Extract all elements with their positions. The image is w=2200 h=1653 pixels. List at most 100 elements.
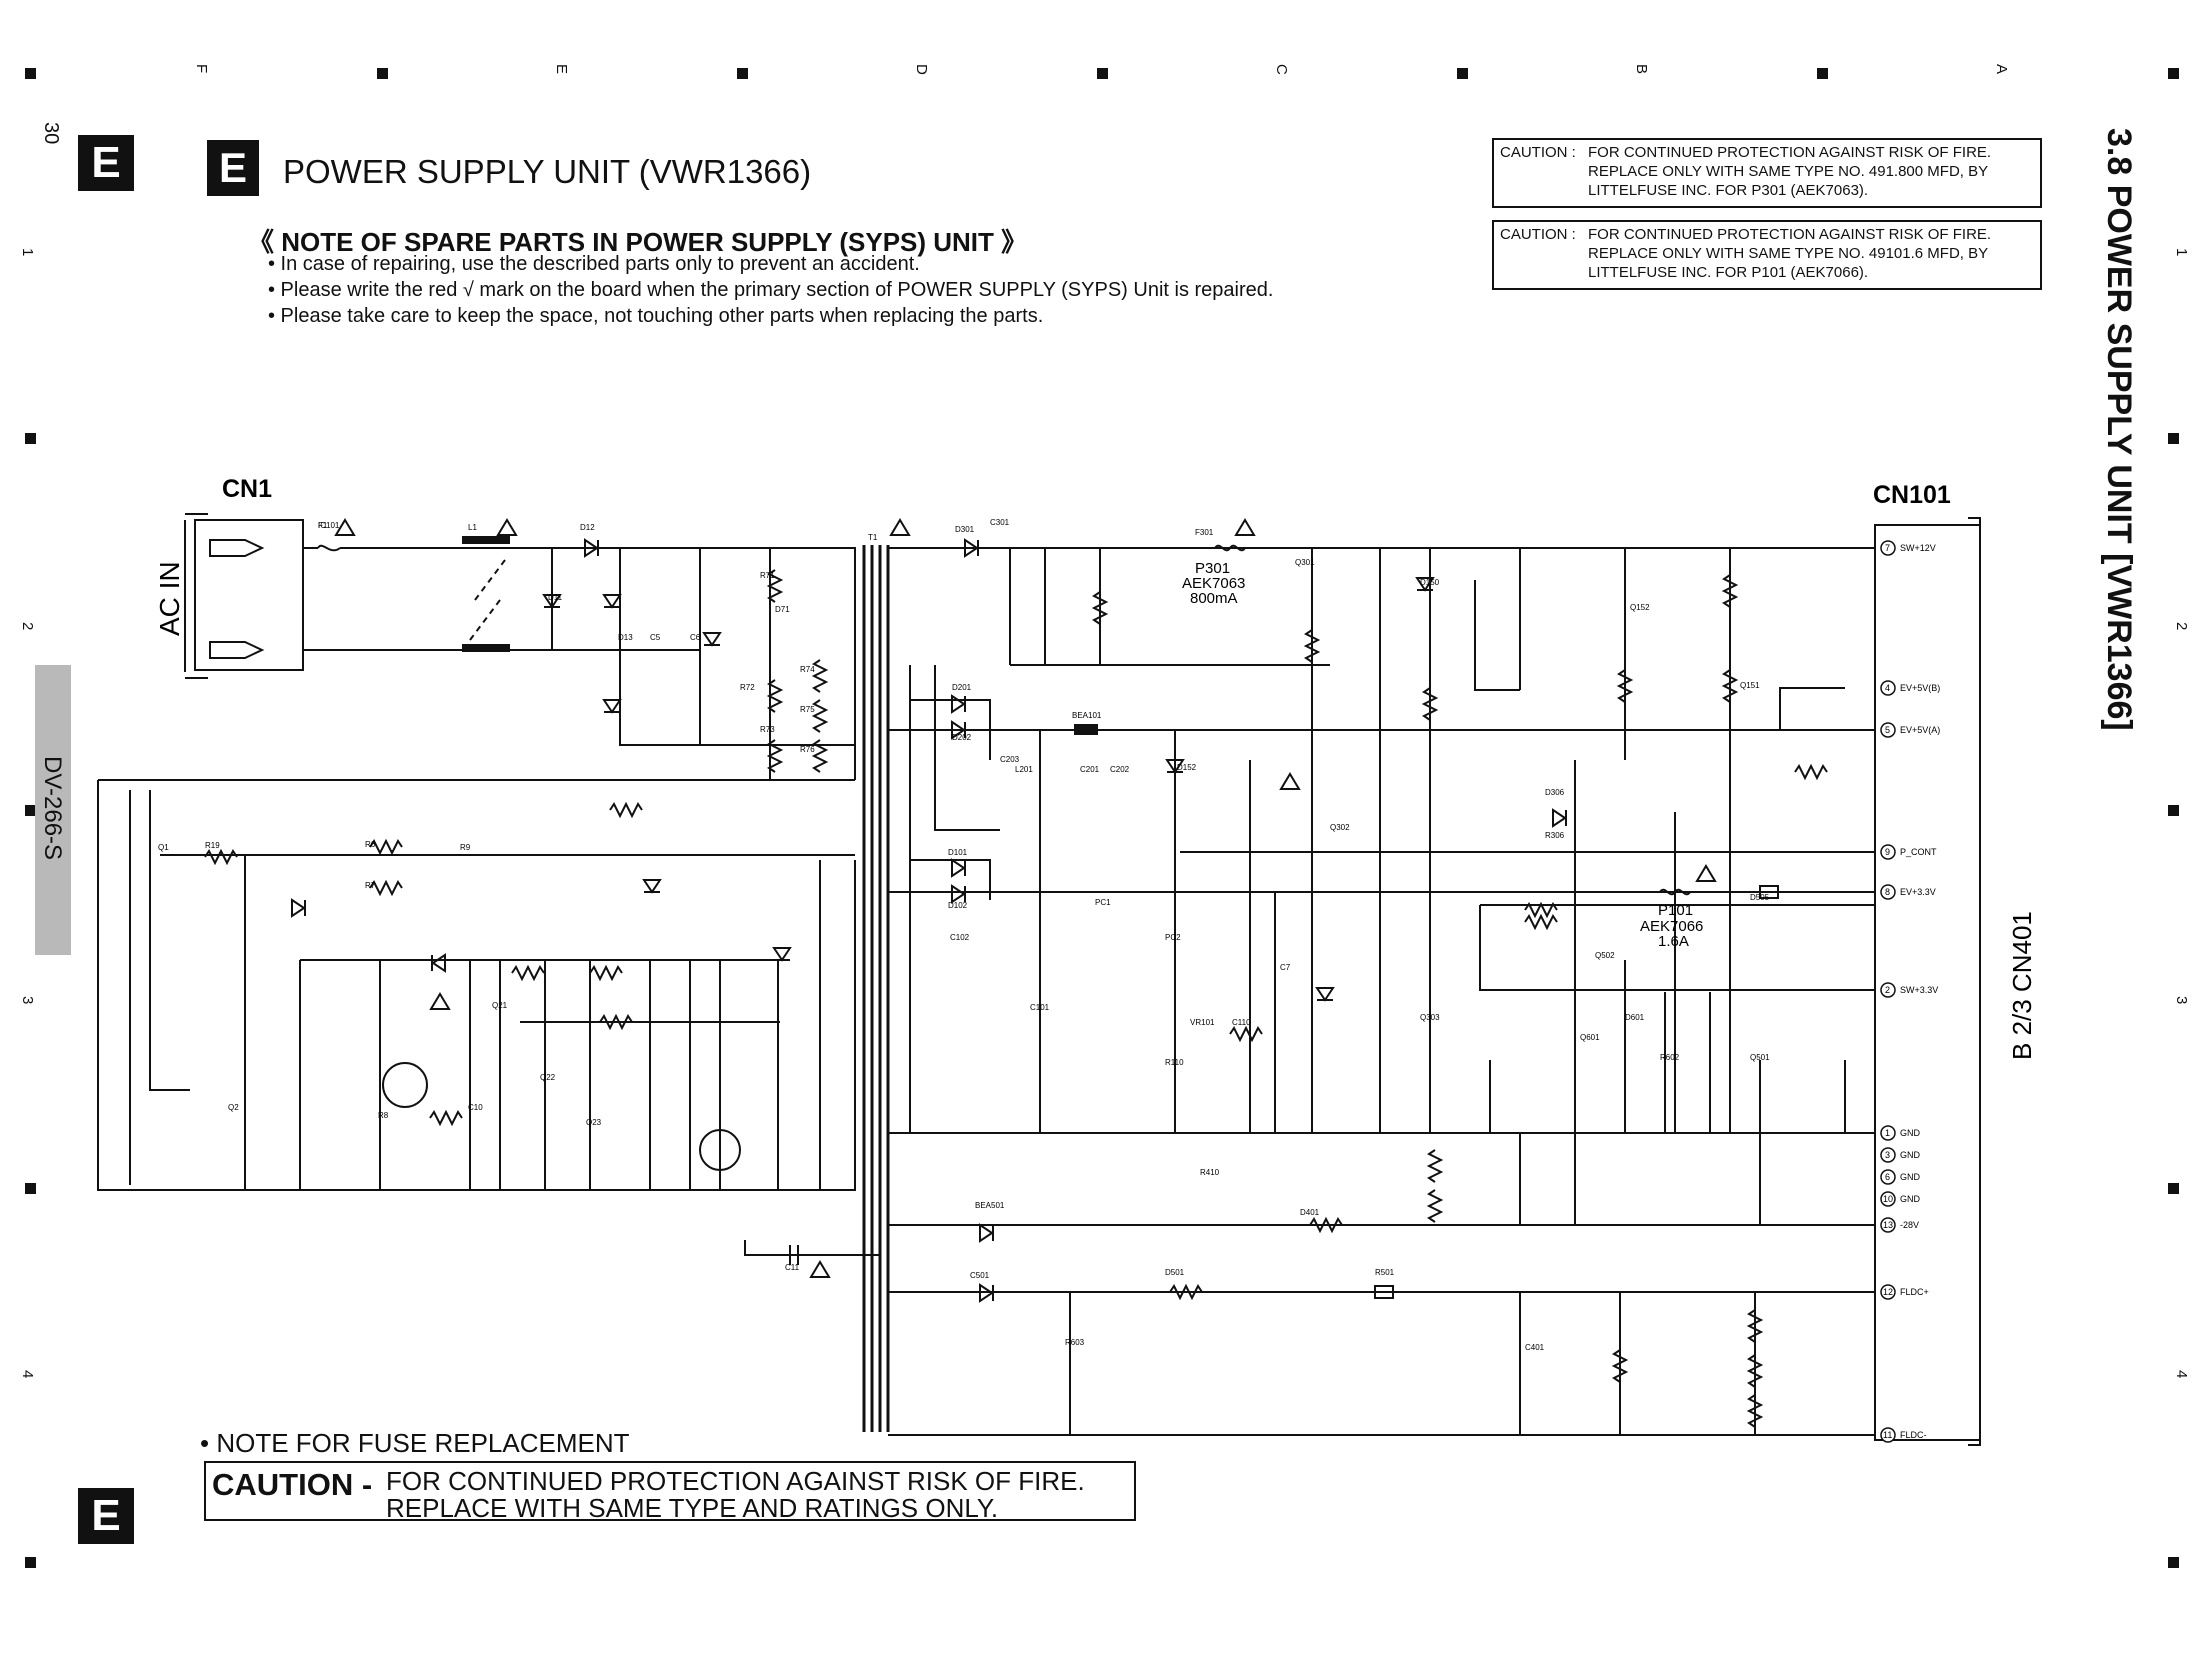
component-ref: R74 xyxy=(800,665,815,674)
registration-mark xyxy=(2168,1557,2179,1568)
component-ref: C202 xyxy=(1110,765,1130,774)
fuse-caution-box: CAUTION - FOR CONTINUED PROTECTION AGAIN… xyxy=(204,1461,1136,1523)
registration-mark xyxy=(1457,68,1468,79)
component-ref: Q303 xyxy=(1420,1013,1440,1022)
component-ref: R6 xyxy=(365,840,376,849)
component-ref: R306 xyxy=(1545,831,1565,840)
component-ref: R72 xyxy=(740,683,755,692)
component-ref: C501 xyxy=(970,1271,990,1280)
note-bullet: • Please write the red √ mark on the boa… xyxy=(268,279,1274,301)
component-ref: R76 xyxy=(800,745,815,754)
component-ref: R603 xyxy=(1065,1338,1085,1347)
component-ref: D201 xyxy=(952,683,972,692)
component-ref: D71 xyxy=(775,605,790,614)
component-ref: C6 xyxy=(690,633,701,642)
pin-number: 9 xyxy=(1885,847,1890,857)
caution-box-p101: CAUTION : FOR CONTINUED PROTECTION AGAIN… xyxy=(1492,220,2042,290)
pin-number: 13 xyxy=(1883,1220,1893,1230)
p301-name: P301 xyxy=(1195,560,1230,577)
component-ref: Q151 xyxy=(1740,681,1760,690)
component-ref: D11 xyxy=(548,593,563,602)
component-ref: Q301 xyxy=(1295,558,1315,567)
component-ref: L1 xyxy=(468,523,477,532)
component-ref: IC101 xyxy=(318,521,340,530)
pin-label: GND xyxy=(1900,1194,1921,1204)
component-ref: T1 xyxy=(868,533,878,542)
registration-mark xyxy=(2168,1183,2179,1194)
pin-number: 2 xyxy=(1885,985,1890,995)
component-ref: Q601 xyxy=(1580,1033,1600,1042)
fuse-caution-line: FOR CONTINUED PROTECTION AGAINST RISK OF… xyxy=(386,1466,1085,1496)
component-ref: D150 xyxy=(1420,578,1440,587)
pin-number: 6 xyxy=(1885,1172,1890,1182)
component-ref: D505 xyxy=(1750,893,1770,902)
component-ref: R75 xyxy=(800,705,815,714)
model-tab xyxy=(35,665,71,955)
pin-label: EV+3.3V xyxy=(1900,887,1936,897)
p101-rating: 1.6A xyxy=(1658,933,1689,950)
section-badge: E xyxy=(78,135,134,191)
component-ref: R110 xyxy=(1165,1058,1184,1067)
section-badge: E xyxy=(207,140,259,196)
component-ref: D12 xyxy=(580,523,595,532)
fuse-note-bullet: • NOTE FOR FUSE REPLACEMENT xyxy=(200,1428,630,1458)
caution-line: LITTELFUSE INC. FOR P301 (AEK7063). xyxy=(1588,182,1869,199)
component-ref: PC1 xyxy=(1095,898,1111,907)
component-ref: Q502 xyxy=(1595,951,1615,960)
component-ref: Q302 xyxy=(1330,823,1350,832)
component-ref: D306 xyxy=(1545,788,1565,797)
registration-mark xyxy=(2168,68,2179,79)
pin-label: SW+3.3V xyxy=(1900,985,1938,995)
component-ref: R8 xyxy=(378,1111,389,1120)
component-ref: D301 xyxy=(955,525,975,534)
component-ref: C102 xyxy=(950,933,970,942)
pin-number: 4 xyxy=(1885,683,1890,693)
registration-mark xyxy=(25,68,36,79)
caution-line: FOR CONTINUED PROTECTION AGAINST RISK OF… xyxy=(1588,226,1992,243)
component-ref: PC2 xyxy=(1165,933,1181,942)
component-ref: D401 xyxy=(1300,1208,1320,1217)
registration-mark xyxy=(1817,68,1828,79)
component-ref: Q501 xyxy=(1750,1053,1770,1062)
note-heading: 《 NOTE OF SPARE PARTS IN POWER SUPPLY (S… xyxy=(248,227,1028,257)
registration-mark xyxy=(25,1183,36,1194)
component-ref: D202 xyxy=(952,733,972,742)
caution-prefix: CAUTION : xyxy=(1500,144,1576,161)
section-badge: E xyxy=(78,1488,134,1544)
component-ref: C301 xyxy=(990,518,1010,527)
component-ref: R501 xyxy=(1375,1268,1395,1277)
component-ref: R71 xyxy=(760,571,775,580)
registration-mark xyxy=(737,68,748,79)
pin-label: GND xyxy=(1900,1172,1921,1182)
pin-number: 11 xyxy=(1883,1430,1892,1440)
pin-number: 8 xyxy=(1885,887,1890,897)
pin-number: 7 xyxy=(1885,543,1890,553)
p101-name: P101 xyxy=(1658,902,1693,919)
component-ref: F1 xyxy=(318,521,328,530)
component-ref: C203 xyxy=(1000,755,1020,764)
pin-number: 3 xyxy=(1885,1150,1890,1160)
caution-prefix: CAUTION : xyxy=(1500,226,1576,243)
p301-rating: 800mA xyxy=(1190,590,1238,607)
component-ref: D13 xyxy=(618,633,633,642)
component-ref: Q2 xyxy=(228,1103,239,1112)
page-title: POWER SUPPLY UNIT (VWR1366) xyxy=(283,153,812,190)
component-ref: D101 xyxy=(948,848,968,857)
ac-in-label: AC IN xyxy=(154,561,185,636)
cn1-label: CN1 xyxy=(222,475,272,503)
registration-mark xyxy=(1097,68,1108,79)
component-ref: C11 xyxy=(785,1263,800,1272)
note-bullet: • Please take care to keep the space, no… xyxy=(268,305,1044,327)
registration-mark xyxy=(25,433,36,444)
caution-line: FOR CONTINUED PROTECTION AGAINST RISK OF… xyxy=(1588,144,1992,161)
component-ref: R73 xyxy=(760,725,775,734)
pin-label: EV+5V(A) xyxy=(1900,725,1940,735)
component-ref: BEA101 xyxy=(1072,711,1102,720)
component-ref: D601 xyxy=(1625,1013,1645,1022)
component-ref: L201 xyxy=(1015,765,1033,774)
component-ref: D501 xyxy=(1165,1268,1185,1277)
component-ref: C201 xyxy=(1080,765,1100,774)
component-ref: Q22 xyxy=(540,1073,556,1082)
registration-mark xyxy=(25,805,36,816)
